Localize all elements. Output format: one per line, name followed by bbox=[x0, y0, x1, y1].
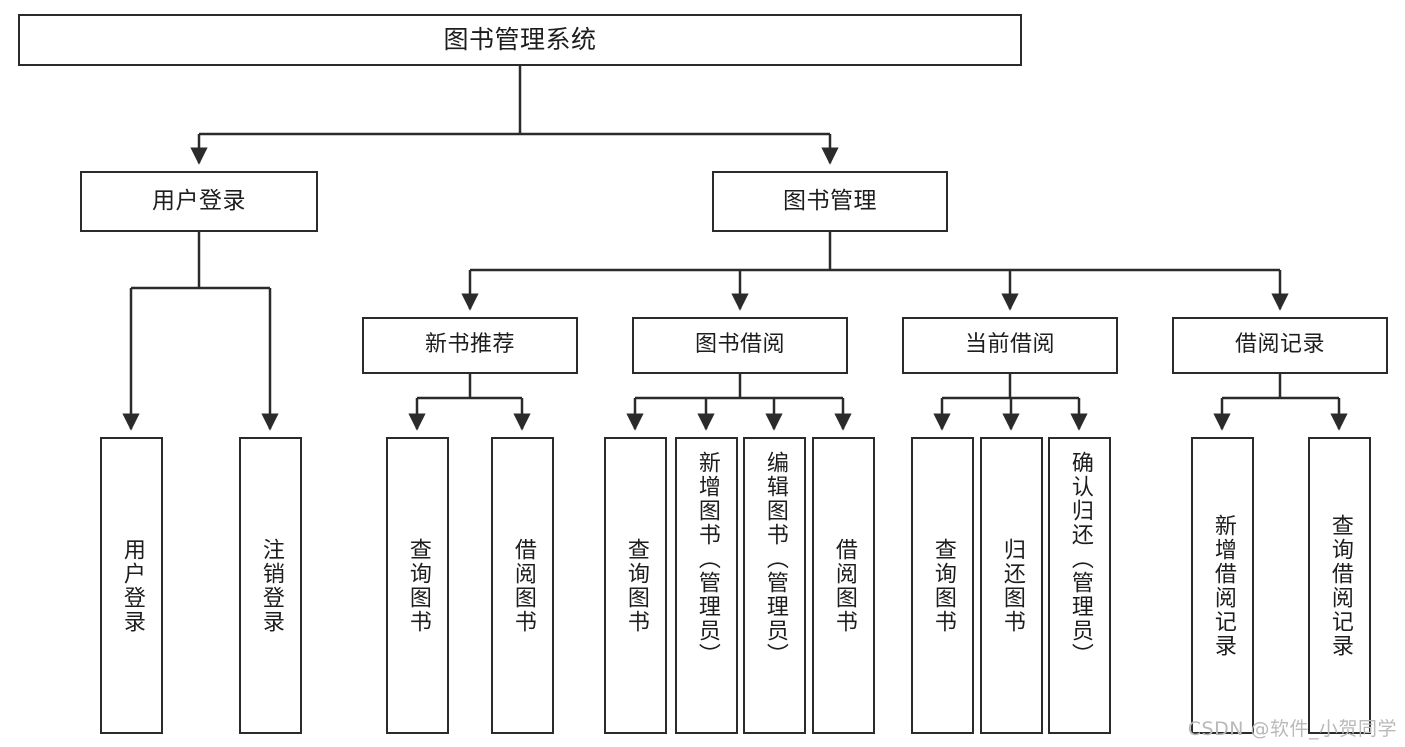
leaf-borrow-book-recommend[interactable]: 借阅图书 bbox=[491, 437, 554, 734]
node-label: 借阅记录 bbox=[1234, 332, 1325, 358]
node-label: 新书推荐 bbox=[424, 332, 515, 358]
node-label: 图书管理系统 bbox=[443, 25, 597, 54]
node-label: 确认归还（管理员） bbox=[1067, 451, 1093, 667]
node-book-management[interactable]: 图书管理 bbox=[712, 171, 948, 232]
node-label: 借阅图书 bbox=[510, 537, 536, 634]
leaf-add-borrow-record[interactable]: 新增借阅记录 bbox=[1191, 437, 1254, 734]
node-label: 编辑图书（管理员） bbox=[762, 451, 788, 667]
node-label: 图书借阅 bbox=[694, 332, 785, 358]
node-label: 查询图书 bbox=[930, 537, 956, 634]
node-label: 当前借阅 bbox=[964, 332, 1055, 358]
leaf-query-book-borrow[interactable]: 查询图书 bbox=[604, 437, 667, 734]
leaf-add-book-admin[interactable]: 新增图书（管理员） bbox=[675, 437, 738, 734]
node-label: 注销登录 bbox=[258, 537, 284, 634]
node-borrow-record[interactable]: 借阅记录 bbox=[1172, 317, 1388, 374]
leaf-logout[interactable]: 注销登录 bbox=[239, 437, 302, 734]
node-current-borrow[interactable]: 当前借阅 bbox=[902, 317, 1118, 374]
leaf-query-book-current[interactable]: 查询图书 bbox=[911, 437, 974, 734]
node-label: 借阅图书 bbox=[831, 537, 857, 634]
leaf-user-login[interactable]: 用户登录 bbox=[100, 437, 163, 734]
node-label: 归还图书 bbox=[999, 537, 1025, 634]
node-label: 用户登录 bbox=[152, 187, 246, 214]
leaf-borrow-book[interactable]: 借阅图书 bbox=[812, 437, 875, 734]
leaf-query-book-recommend[interactable]: 查询图书 bbox=[386, 437, 449, 734]
leaf-edit-book-admin[interactable]: 编辑图书（管理员） bbox=[743, 437, 806, 734]
node-label: 查询借阅记录 bbox=[1327, 513, 1353, 658]
leaf-query-borrow-record[interactable]: 查询借阅记录 bbox=[1308, 437, 1371, 734]
leaf-return-book[interactable]: 归还图书 bbox=[980, 437, 1043, 734]
node-book-borrow[interactable]: 图书借阅 bbox=[632, 317, 848, 374]
leaf-confirm-return-admin[interactable]: 确认归还（管理员） bbox=[1048, 437, 1111, 734]
node-label: 图书管理 bbox=[783, 187, 877, 214]
node-label: 查询图书 bbox=[623, 537, 649, 634]
node-new-book-recommend[interactable]: 新书推荐 bbox=[362, 317, 578, 374]
node-label: 新增借阅记录 bbox=[1210, 513, 1236, 658]
node-root-system[interactable]: 图书管理系统 bbox=[18, 14, 1022, 66]
node-label: 查询图书 bbox=[405, 537, 431, 634]
node-label: 用户登录 bbox=[119, 537, 145, 634]
node-user-login[interactable]: 用户登录 bbox=[80, 171, 318, 232]
node-label: 新增图书（管理员） bbox=[694, 451, 720, 667]
